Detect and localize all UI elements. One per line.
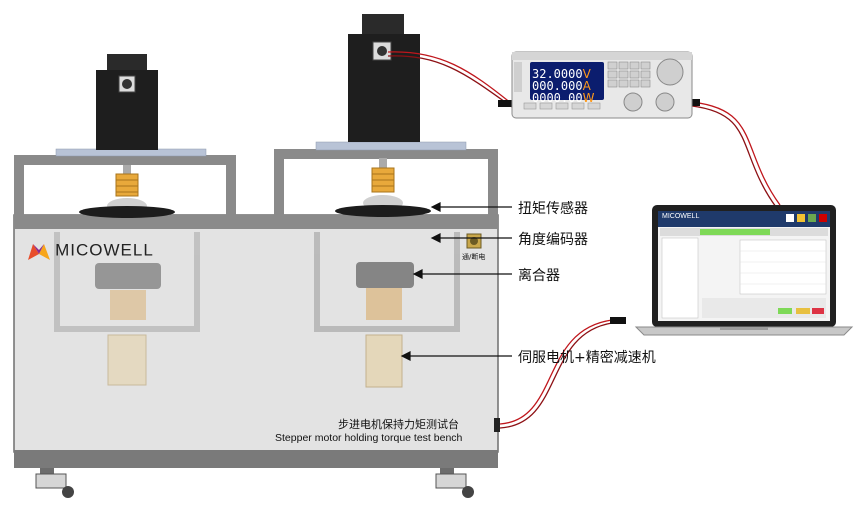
coupling-right xyxy=(335,158,431,217)
bench-cabinet xyxy=(13,214,499,453)
label-servo-reducer: 伺服电机+精密减速机 xyxy=(518,350,656,366)
micowell-logo-icon xyxy=(28,243,50,260)
coupling-left xyxy=(79,165,175,218)
stepper-motor-right xyxy=(348,14,420,142)
cable-motor-to-psu xyxy=(387,51,513,108)
bench-base xyxy=(14,450,498,468)
arrow-servo-reducer xyxy=(400,351,512,361)
psu-voltage-unit: V xyxy=(582,67,591,81)
bench-top-band xyxy=(14,215,498,229)
label-angle-encoder: 角度编码器 xyxy=(518,232,588,248)
caster-left xyxy=(35,468,74,498)
inner-assembly-right xyxy=(314,232,460,388)
psu-current-value: 000.000 xyxy=(532,79,583,93)
micowell-logo-text: MICOWELL xyxy=(55,240,154,260)
inner-assembly-left xyxy=(54,232,200,386)
psu-current-row: 000.000A xyxy=(532,75,591,94)
psu-power-unit: W xyxy=(582,91,595,105)
psu-display: 32.0000V 000.000A 0000.00W xyxy=(530,62,604,105)
cable-bench-to-laptop xyxy=(499,319,613,429)
arrow-angle-encoder xyxy=(430,233,512,243)
power-knob xyxy=(466,233,482,249)
laptop xyxy=(634,205,854,336)
cable-plug-psu-out xyxy=(690,99,700,106)
psu-voltage-value: 32.0000 xyxy=(532,67,583,81)
arrow-clutch xyxy=(412,269,512,279)
psu-current-unit: A xyxy=(582,79,591,93)
psu-power-value: 0000.00 xyxy=(532,91,583,105)
label-torque-sensor: 扭矩传感器 xyxy=(518,201,588,217)
bench-title-cn: 步进电机保持力矩测试台 xyxy=(338,418,459,431)
psu-power-row: 0000.00W xyxy=(532,87,594,106)
stepper-motor-left xyxy=(96,54,158,150)
cable-psu-to-laptop xyxy=(691,101,781,208)
caster-right xyxy=(435,468,474,498)
psu-voltage-row: 32.0000V xyxy=(532,63,591,82)
label-clutch: 离合器 xyxy=(518,268,560,284)
cabinet-connector xyxy=(494,418,500,432)
cable-plug-psu xyxy=(498,100,512,107)
laptop-app-logo: MICOWELL xyxy=(662,213,700,220)
cable-plug-laptop xyxy=(610,317,626,324)
bench-title-en: Stepper motor holding torque test bench xyxy=(275,432,463,444)
arrow-torque-sensor xyxy=(430,202,512,212)
micowell-logo: MICOWELL xyxy=(28,240,154,261)
power-switch-label: 通/断电 xyxy=(462,253,486,261)
